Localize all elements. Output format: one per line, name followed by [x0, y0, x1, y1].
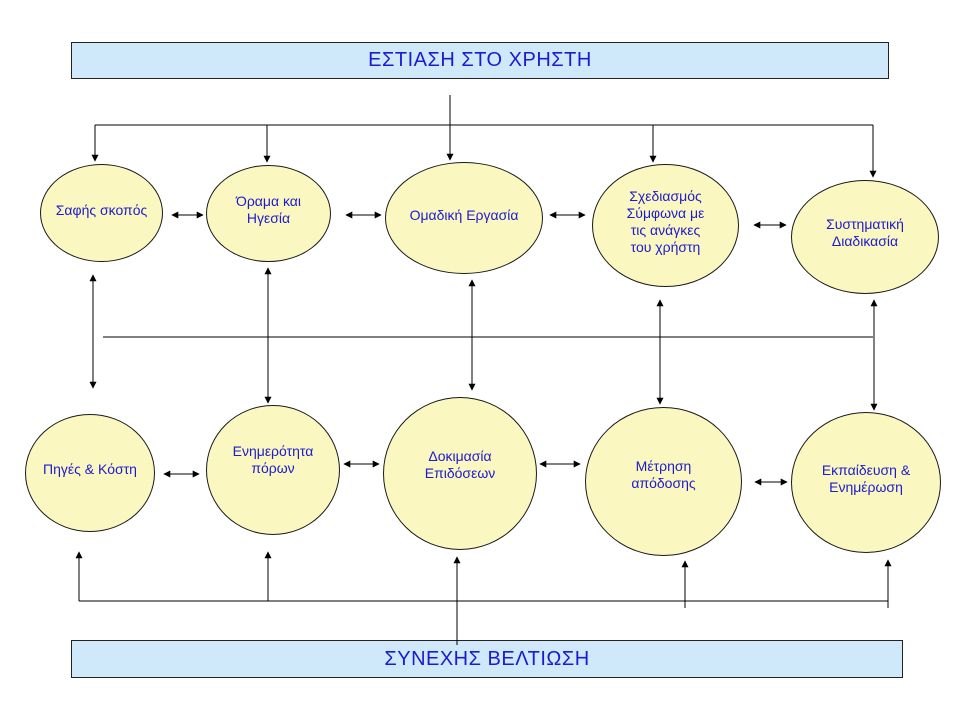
node-label: Πηγές & Κόστη	[43, 460, 137, 477]
node-ellipse	[791, 180, 939, 294]
node-ellipse	[383, 397, 537, 550]
node-systematic-process: Συστηματική Διαδικασία	[791, 180, 939, 294]
node-teamwork: Ομαδική Εργασία	[385, 162, 543, 274]
node-ellipse	[385, 162, 543, 274]
node-ellipse	[40, 164, 163, 262]
node-ellipse	[206, 165, 331, 262]
node-label: Όραμα και Ηγεσία	[236, 192, 301, 226]
node-ellipse	[791, 412, 941, 553]
node-vision-leadership: Όραμα και Ηγεσία	[206, 165, 331, 262]
node-label: Μέτρηση απόδοσης	[631, 457, 696, 491]
node-purpose-clarity: Σαφής σκοπός	[40, 164, 163, 262]
node-label: Δοκιμασία Επιδόσεων	[424, 447, 496, 481]
node-label: Σχεδιασμός Σύμφωνα με τις ανάγκες του χρ…	[626, 187, 705, 255]
node-label: Σαφής σκοπός	[55, 201, 148, 218]
node-label: Ομαδική Εργασία	[409, 206, 519, 223]
node-label: Ενημερότητα πόρων	[232, 443, 314, 476]
node-ellipse	[206, 405, 340, 535]
banner-user-focus: ΕΣΤΙΑΣΗ ΣΤΟ ΧΡΗΣΤΗ	[71, 42, 889, 79]
node-user-design: Σχεδιασμός Σύμφωνα με τις ανάγκες του χρ…	[592, 164, 739, 287]
node-ellipse	[592, 164, 739, 287]
node-ellipse	[585, 407, 742, 556]
node-performance-measurement: Μέτρηση απόδοσης	[585, 407, 742, 556]
node-label: Εκπαίδευση & Ενημέρωση	[821, 461, 911, 495]
node-training-information: Εκπαίδευση & Ενημέρωση	[791, 412, 941, 553]
node-ellipse	[25, 414, 155, 532]
node-performance-testing: Δοκιμασία Επιδόσεων	[383, 397, 537, 550]
banner-continuous-improvement: ΣΥΝΕΧΗΣ ΒΕΛΤΙΩΣΗ	[71, 640, 903, 678]
node-resource-awareness: Ενημερότητα πόρων	[206, 405, 340, 535]
node-resources-cost: Πηγές & Κόστη	[25, 414, 155, 532]
node-label: Συστηματική Διαδικασία	[826, 216, 904, 249]
